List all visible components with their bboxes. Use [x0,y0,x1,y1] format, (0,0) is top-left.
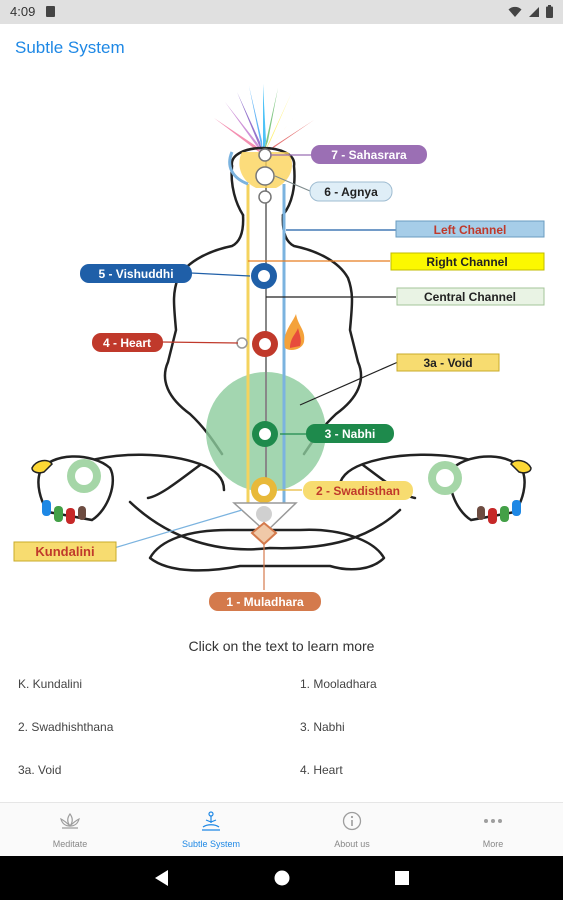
svg-text:4 - Heart: 4 - Heart [103,336,151,350]
nav-subtle-system[interactable]: Subtle System [141,803,281,857]
wifi-icon [508,6,522,17]
sd-card-icon [46,6,55,17]
svg-text:Left Channel: Left Channel [434,223,507,237]
nav-about-us-label: About us [334,839,370,849]
info-icon [342,811,362,831]
label-vishuddhi[interactable]: 5 - Vishuddhi [80,264,192,283]
chakra-labels[interactable]: 7 - Sahasrara 6 - Agnya Left Channel 5 -… [13,145,545,611]
recents-icon[interactable] [393,868,411,888]
svg-text:5 - Vishuddhi: 5 - Vishuddhi [98,267,173,281]
link-swadhishthana[interactable]: 2. Swadhishthana [18,720,114,734]
more-dots-icon [484,819,502,823]
label-sahasrara[interactable]: 7 - Sahasrara [311,145,427,164]
signal-icon [529,6,539,17]
nav-about-us[interactable]: About us [282,803,422,857]
status-time: 4:09 [10,4,36,19]
bottom-navigation: Meditate Subtle System About us More [0,802,563,857]
link-void[interactable]: 3a. Void [18,763,62,777]
nav-subtle-system-label: Subtle System [181,839,241,849]
svg-text:6 - Agnya: 6 - Agnya [324,185,378,199]
meditation-figure-icon [202,811,220,831]
back-icon[interactable] [152,868,170,888]
nav-more[interactable]: More [423,803,563,857]
link-kundalini[interactable]: K. Kundalini [18,677,83,691]
label-kundalini[interactable]: Kundalini [13,541,117,562]
nav-more-label: More [482,839,504,849]
label-muladhara[interactable]: 1 - Muladhara [209,592,321,611]
label-central-channel[interactable]: Central Channel [396,287,545,306]
link-mooladhara[interactable]: 1. Mooladhara [300,677,377,691]
battery-icon [546,5,553,18]
label-agnya[interactable]: 6 - Agnya [309,181,393,202]
svg-text:Right Channel: Right Channel [426,255,507,269]
link-heart[interactable]: 4. Heart [300,763,343,777]
svg-text:3a - Void: 3a - Void [423,356,472,370]
system-navigation-bar [0,856,563,900]
status-bar: 4:09 [0,0,563,24]
leader-lines [113,154,399,590]
svg-text:3 - Nabhi: 3 - Nabhi [325,427,376,441]
svg-text:Central Channel: Central Channel [424,290,516,304]
link-nabhi[interactable]: 3. Nabhi [300,720,345,734]
status-icons [508,5,553,18]
svg-text:1 - Muladhara: 1 - Muladhara [226,595,304,609]
lotus-icon [60,812,80,829]
svg-text:7 - Sahasrara: 7 - Sahasrara [331,148,407,162]
sahasrara-petals [214,84,314,155]
nav-meditate-label: Meditate [52,839,88,849]
nav-meditate[interactable]: Meditate [0,803,140,857]
svg-text:Kundalini: Kundalini [35,544,94,559]
label-nabhi[interactable]: 3 - Nabhi [306,424,394,443]
home-icon[interactable] [273,868,291,888]
right-hand [428,455,532,524]
page-title: Subtle System [15,38,125,57]
label-heart[interactable]: 4 - Heart [92,333,163,352]
left-hand [31,455,115,524]
label-left-channel[interactable]: Left Channel [395,220,545,238]
label-void[interactable]: 3a - Void [396,353,500,372]
label-swadisthan[interactable]: 2 - Swadisthan [303,481,413,500]
hint-text: Click on the text to learn more [188,638,375,654]
svg-text:2 - Swadisthan: 2 - Swadisthan [316,484,400,498]
label-right-channel[interactable]: Right Channel [390,252,545,271]
subtle-system-diagram: 7 - Sahasrara 6 - Agnya Left Channel 5 -… [13,84,545,611]
meditating-figure [83,146,480,572]
